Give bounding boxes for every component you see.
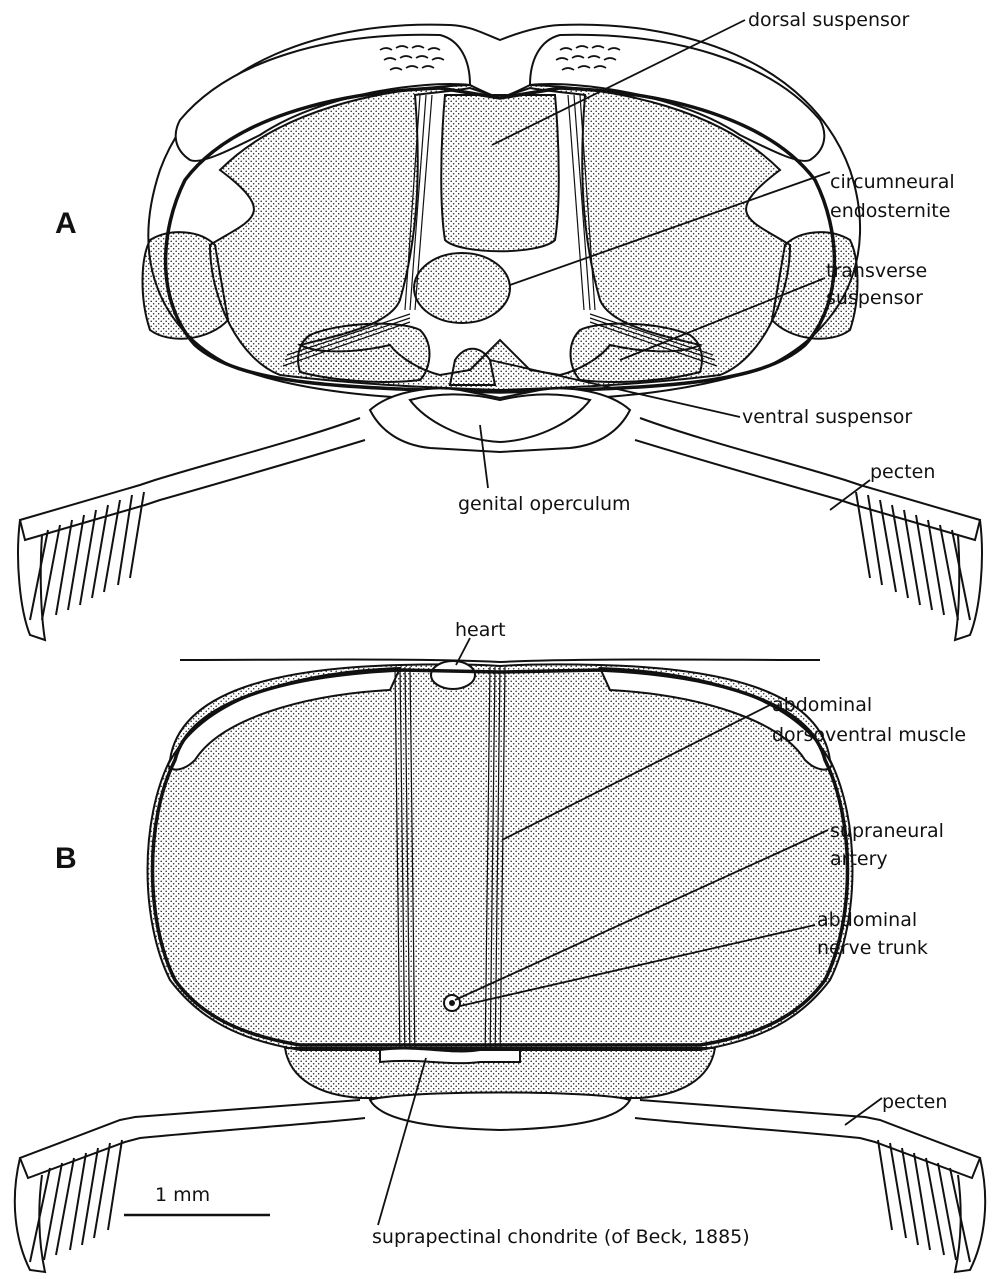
pecten-b-leader bbox=[845, 1098, 882, 1125]
transverse-suspensor-label-line2: suspensor bbox=[826, 287, 923, 309]
panel-a-right-lateral-lobe bbox=[772, 232, 858, 339]
dorsal-suspensor-label: dorsal suspensor bbox=[748, 9, 910, 31]
panel-b-heart bbox=[431, 661, 475, 689]
panel-b-chondrite bbox=[380, 1049, 520, 1064]
panel-b-muscle-mass bbox=[148, 664, 853, 1050]
genital-operculum-label: genital operculum bbox=[458, 493, 631, 515]
dv-muscle-label-line2: dorsoventral muscle bbox=[772, 724, 966, 746]
panel-a-left-lateral-lobe bbox=[143, 232, 229, 339]
nerve-trunk-label-line2: nerve trunk bbox=[817, 937, 928, 959]
ventral-suspensor-label: ventral suspensor bbox=[742, 406, 912, 428]
pecten-b-label: pecten bbox=[882, 1091, 947, 1113]
panel-b-supraneural-artery bbox=[449, 1000, 455, 1006]
panel-a-nerve-cord-circle bbox=[414, 253, 510, 323]
panel-b-letter: B bbox=[55, 842, 77, 875]
scale-bar-label: 1 mm bbox=[155, 1184, 210, 1206]
chondrite-label: suprapectinal chondrite (of Beck, 1885) bbox=[372, 1226, 750, 1248]
pecten-a-leader bbox=[830, 480, 870, 510]
supraneural-label-line1: supraneural bbox=[830, 820, 944, 842]
panel-b-operculum bbox=[370, 1093, 630, 1131]
panel-a-drawing bbox=[18, 25, 982, 640]
panel-b-left-pecten-teeth bbox=[30, 1140, 122, 1262]
panel-b-right-pecten-teeth bbox=[878, 1140, 970, 1262]
panel-b-drawing bbox=[15, 660, 985, 1273]
nerve-trunk-label-line1: abdominal bbox=[817, 909, 917, 931]
circumneural-label-line1: circumneural bbox=[830, 171, 955, 193]
circumneural-label-line2: endosternite bbox=[830, 200, 950, 222]
transverse-suspensor-label-line1: transverse bbox=[826, 260, 927, 282]
panel-b-dorsal-edge bbox=[180, 660, 820, 663]
panel-a-median-lobe bbox=[441, 95, 559, 251]
dv-muscle-label-line1: abdominal bbox=[772, 694, 872, 716]
panel-a-letter: A bbox=[55, 207, 77, 240]
pecten-a-label: pecten bbox=[870, 461, 935, 483]
panel-a-lower-left-lobe bbox=[298, 324, 429, 382]
heart-label: heart bbox=[455, 619, 506, 641]
supraneural-label-line2: artery bbox=[830, 848, 888, 870]
